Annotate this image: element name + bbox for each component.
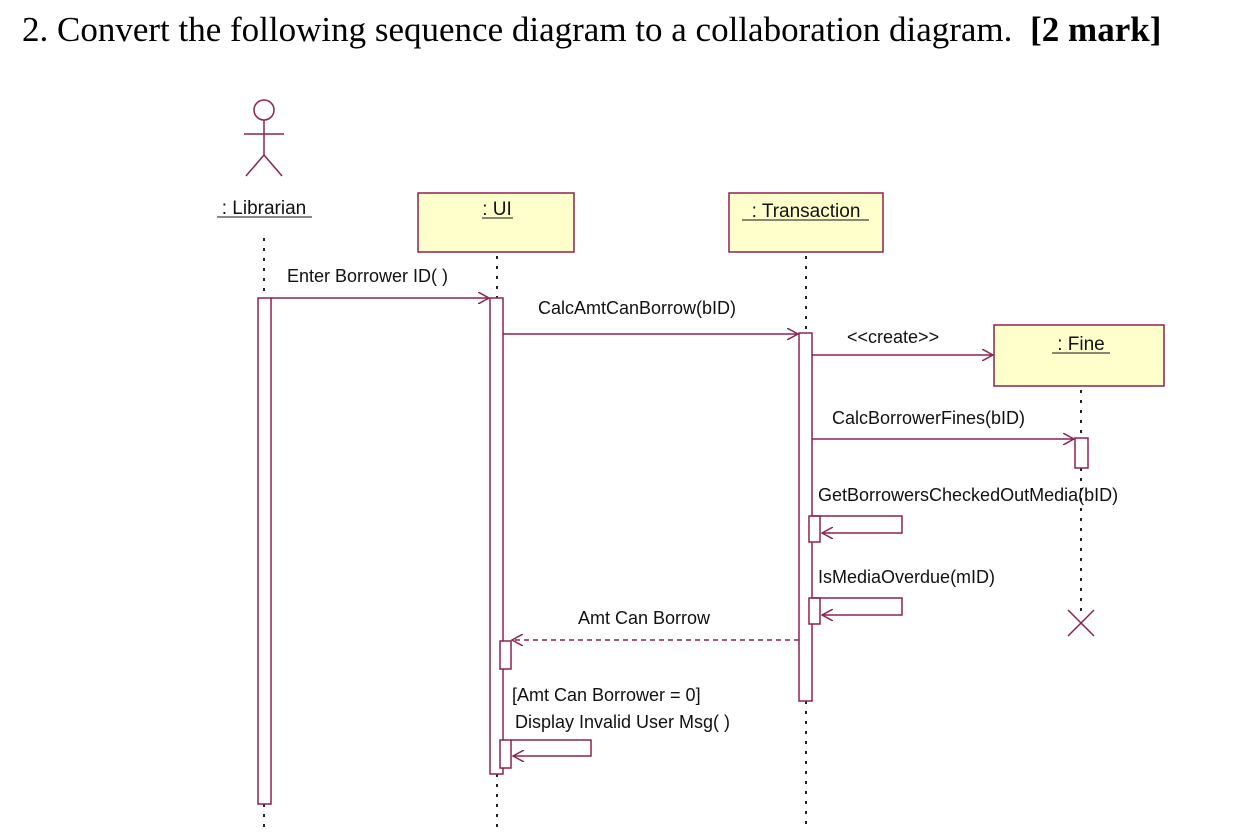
object-transaction-label: : Transaction [752, 201, 861, 222]
msg-amt-can-borrow: Amt Can Borrow [578, 608, 711, 628]
msg-display-invalid: Display Invalid User Msg( ) [515, 712, 730, 732]
activation-ui-return [499, 640, 512, 670]
arrow-get-checked-out-media [812, 515, 903, 533]
msg-calc-amt-can-borrow: CalcAmtCanBorrow(bID) [538, 298, 736, 318]
object-fine-label: : Fine [1057, 334, 1105, 355]
stick-figure-icon [244, 99, 284, 177]
object-transaction: : Transaction [728, 192, 884, 253]
activation-librarian [257, 297, 272, 805]
activation-ui [489, 297, 504, 775]
msg-is-media-overdue: IsMediaOverdue(mID) [818, 567, 995, 587]
msg-create: <<create>> [847, 327, 939, 347]
lifelines [263, 238, 1082, 830]
arrow-display-invalid [511, 739, 592, 756]
actor-librarian-label: : Librarian [222, 198, 307, 219]
msg-calc-borrower-fines: CalcBorrowerFines(bID) [832, 408, 1025, 428]
question-text: 2. Convert the following sequence diagra… [22, 10, 1161, 50]
msg-get-checked-out-media: GetBorrowersCheckedOutMedia(bID) [818, 485, 1118, 505]
activation-ui-self [499, 739, 512, 769]
object-fine: : Fine [993, 324, 1165, 387]
actor-librarian: : Librarian [217, 99, 312, 219]
question-number: 2. [22, 10, 49, 49]
msg-guard: [Amt Can Borrower = 0] [512, 685, 701, 705]
msg-enter-borrower-id: Enter Borrower ID( ) [287, 266, 448, 286]
activations [257, 297, 1089, 805]
destroy-x-icon [1067, 609, 1095, 637]
activation-self-overdue [808, 597, 821, 625]
arrow-is-media-overdue [812, 597, 903, 615]
question-mark: [2 mark] [1030, 10, 1162, 49]
question-body: Convert the following sequence diagram t… [57, 10, 1013, 49]
activation-self-get-media [808, 515, 821, 543]
object-ui-label: : UI [482, 199, 512, 220]
message-arrows [271, 298, 1074, 756]
object-ui: : UI [417, 192, 575, 253]
activation-fine [1074, 437, 1089, 469]
